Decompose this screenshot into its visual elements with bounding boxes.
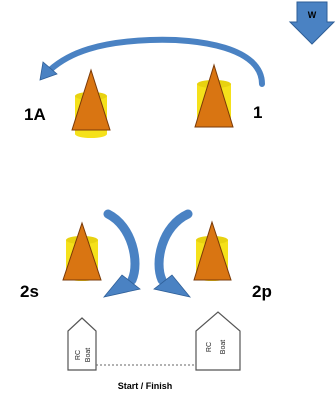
mark-label-1a: 1A bbox=[24, 105, 46, 124]
mark-cone-1a bbox=[71, 68, 111, 131]
rc-boat-left-line1: RC bbox=[75, 350, 82, 360]
rc-boat-left: RC Boat bbox=[67, 317, 97, 371]
rounding-arrow-2s bbox=[102, 209, 141, 298]
start-finish-label: Start / Finish bbox=[118, 381, 173, 391]
rounding-arrow-2p bbox=[153, 209, 193, 298]
mark-label-1: 1 bbox=[253, 103, 262, 122]
mark-1a bbox=[71, 68, 111, 138]
rc-boat-right-line2: Boat bbox=[220, 340, 227, 354]
mark-2s bbox=[62, 221, 102, 281]
mark-1 bbox=[194, 63, 234, 128]
mark-label-2p: 2p bbox=[252, 282, 272, 301]
rounding-arrow-top bbox=[39, 36, 265, 87]
rc-boat-right: RC Boat bbox=[195, 311, 241, 371]
mark-cone-2s bbox=[62, 221, 102, 281]
wind-direction-arrow-icon: W bbox=[288, 1, 336, 45]
mark-label-2s: 2s bbox=[20, 282, 39, 301]
rc-boat-right-line1: RC bbox=[206, 342, 213, 352]
mark-cone-1 bbox=[194, 63, 234, 128]
mark-cone-2p bbox=[193, 220, 232, 281]
mark-2p bbox=[193, 220, 232, 281]
wind-label: W bbox=[308, 10, 317, 20]
rc-boat-left-line2: Boat bbox=[85, 348, 92, 362]
